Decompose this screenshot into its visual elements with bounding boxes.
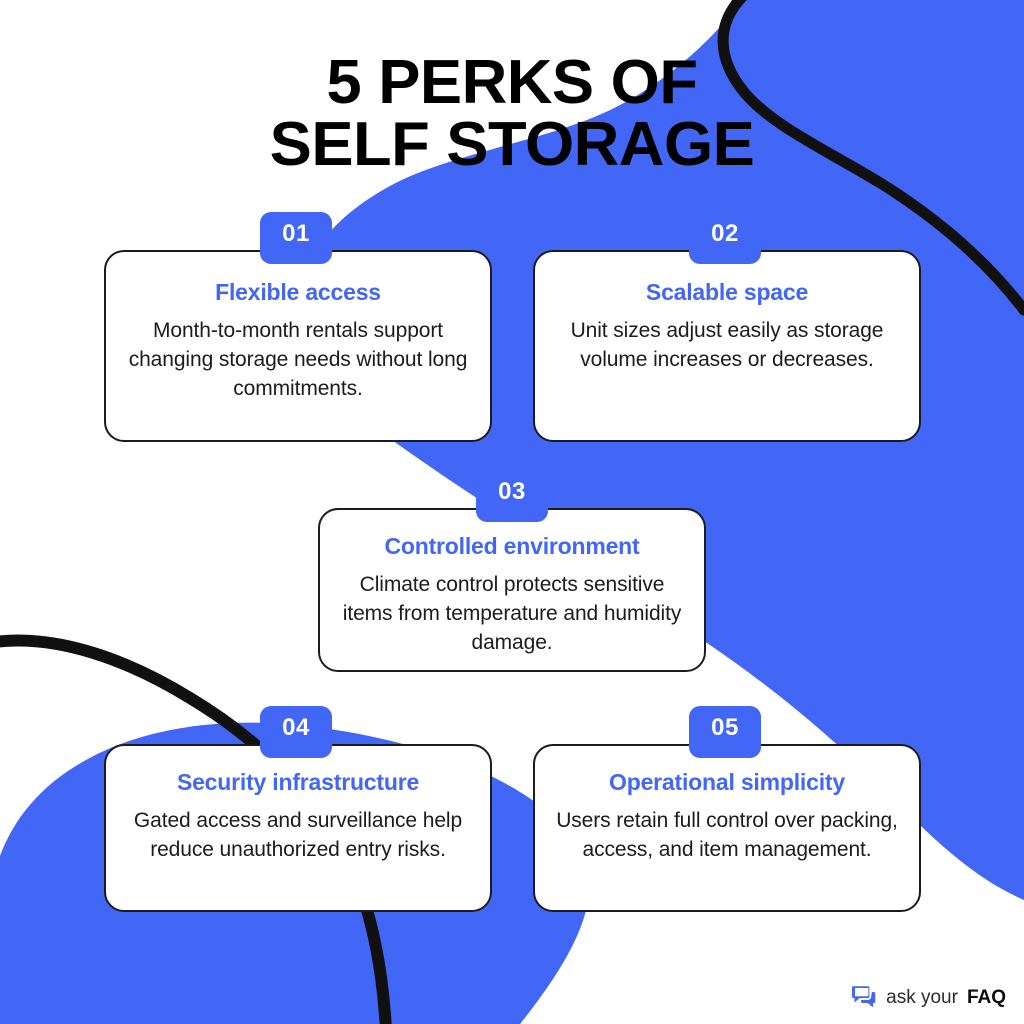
perk-card-01: Flexible access Month-to-month rentals s… bbox=[104, 250, 492, 442]
logo-text-bold: FAQ bbox=[966, 986, 1006, 1008]
logo-text-light: ask your bbox=[886, 986, 958, 1008]
card-content: Scalable space Unit sizes adjust easily … bbox=[535, 252, 919, 392]
card-body-03: Climate control protects sensitive items… bbox=[342, 573, 682, 654]
perk-card-05: Operational simplicity Users retain full… bbox=[533, 744, 921, 912]
card-body-05: Users retain full control over packing, … bbox=[556, 809, 898, 861]
card-title-02: Scalable space bbox=[645, 279, 809, 305]
chat-bubbles-icon bbox=[852, 986, 876, 1007]
page-title: 5 PERKS OF SELF STORAGE bbox=[0, 52, 1024, 176]
card-body-04: Gated access and surveillance help reduc… bbox=[133, 809, 463, 861]
perk-card-03: Controlled environment Climate control p… bbox=[318, 508, 706, 672]
card-badge-01: 01 bbox=[260, 212, 332, 264]
card-title-03: Controlled environment bbox=[384, 533, 640, 559]
card-badge-05: 05 bbox=[689, 706, 761, 758]
card-title-05: Operational simplicity bbox=[609, 769, 845, 795]
card-body-02: Unit sizes adjust easily as storage volu… bbox=[570, 319, 884, 371]
card-title-01: Flexible access bbox=[215, 279, 381, 305]
card-content: Security infrastructure Gated access and… bbox=[106, 746, 490, 882]
card-title-04: Security infrastructure bbox=[176, 769, 420, 795]
title-line-2: SELF STORAGE bbox=[269, 110, 755, 179]
card-body-01: Month-to-month rentals support changing … bbox=[128, 319, 468, 400]
card-badge-04: 04 bbox=[260, 706, 332, 758]
card-content: Operational simplicity Users retain full… bbox=[535, 746, 919, 882]
card-badge-02: 02 bbox=[689, 212, 761, 264]
card-content: Flexible access Month-to-month rentals s… bbox=[106, 252, 490, 421]
perk-card-02: Scalable space Unit sizes adjust easily … bbox=[533, 250, 921, 442]
brand-logo[interactable]: ask your FAQ bbox=[851, 984, 1006, 1010]
perk-card-04: Security infrastructure Gated access and… bbox=[104, 744, 492, 912]
title-line-1: 5 PERKS OF bbox=[326, 48, 698, 117]
card-badge-03: 03 bbox=[476, 470, 548, 522]
card-content: Controlled environment Climate control p… bbox=[320, 510, 704, 675]
